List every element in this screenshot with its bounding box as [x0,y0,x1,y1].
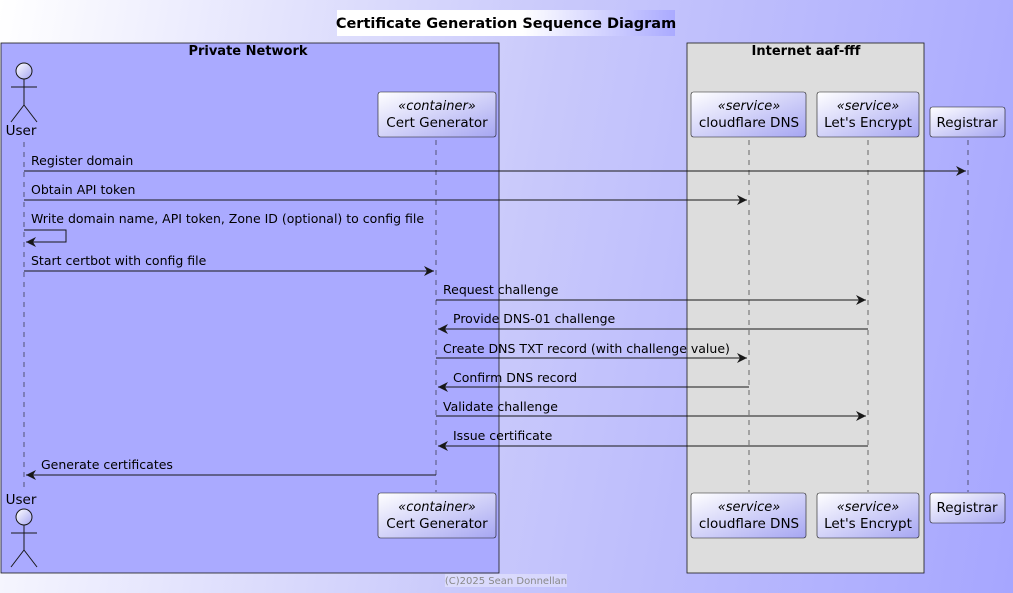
participant-cert-generator-top: «container» Cert Generator [377,91,497,138]
box-internet-title: Internet aaf-fff [752,44,861,59]
participant-registrar-top: Registrar [929,106,1006,138]
messages [24,166,966,480]
participant-cloudflare-dns-bottom-box [690,492,807,539]
participant-lets-encrypt-bottom-stereotype: «service» [837,500,900,515]
participant-cloudflare-dns-top-stereotype: «service» [718,99,781,114]
participant-cloudflare-dns-top: «service» cloudflare DNS [690,91,807,138]
participant-registrar-top-label: Registrar [936,115,998,131]
participant-cert-generator-top-box [377,91,497,138]
message-label-generate-certificates: Generate certificates [41,457,173,472]
footer-bg [445,574,567,587]
message-label-create-dns-record: Create DNS TXT record (with challenge va… [443,341,730,356]
message-label-start-certbot: Start certbot with config file [31,253,207,268]
participant-cloudflare-dns-bottom: «service» cloudflare DNS [690,492,807,539]
participant-cert-generator-bottom-stereotype: «container» [398,500,476,515]
message-label-obtain-api-token: Obtain API token [31,182,135,197]
message-label-register-domain: Register domain [31,153,133,168]
participant-lets-encrypt-bottom-box [816,492,920,539]
participant-lets-encrypt-bottom: «service» Let's Encrypt [816,492,920,539]
participant-lets-encrypt-bottom-label: Let's Encrypt [824,516,912,532]
user-actor-icon [10,508,38,568]
actor-user-top-label: User [6,123,37,139]
message-label-issue-certificate: Issue certificate [453,428,553,443]
message-labels: Register domain Obtain API token Write d… [31,153,730,472]
participant-cert-generator-bottom-label: Cert Generator [386,516,488,532]
participant-cert-generator-bottom-box [377,492,497,539]
actor-user-bottom: User [6,492,38,568]
actor-user-bottom-label: User [6,492,37,508]
participant-lets-encrypt-top-box [816,91,920,138]
participant-registrar-bottom-label: Registrar [936,500,998,516]
participant-cloudflare-dns-top-box [690,91,807,138]
message-label-provide-challenge: Provide DNS-01 challenge [453,311,616,326]
participant-lets-encrypt-top-label: Let's Encrypt [824,115,912,131]
lifelines [23,140,969,492]
message-label-confirm-dns: Confirm DNS record [453,370,577,385]
box-private-network-title: Private Network [188,44,307,59]
message-arrow-write-config [24,229,67,247]
participant-cert-generator-bottom: «container» Cert Generator [377,492,497,539]
diagram-title-group: Certificate Generation Sequence Diagram [336,10,676,36]
footer: (C)2025 Sean Donnellan [445,574,567,587]
message-label-validate-challenge: Validate challenge [443,399,558,414]
actor-user-top: User [6,62,38,139]
diagram-title-bg [337,10,675,36]
participant-registrar-top-box [929,106,1006,138]
message-label-request-challenge: Request challenge [443,282,559,297]
participant-cloudflare-dns-bottom-label: cloudflare DNS [699,516,799,532]
participant-cert-generator-top-stereotype: «container» [398,99,476,114]
footer-copyright: (C)2025 Sean Donnellan [445,576,567,587]
participant-lets-encrypt-top: «service» Let's Encrypt [816,91,920,138]
participant-lets-encrypt-top-stereotype: «service» [837,99,900,114]
message-label-write-config: Write domain name, API token, Zone ID (o… [31,211,424,226]
participant-cloudflare-dns-bottom-stereotype: «service» [718,500,781,515]
user-actor-icon [10,62,38,123]
diagram-title: Certificate Generation Sequence Diagram [336,16,676,32]
participant-registrar-bottom-box [929,492,1006,524]
participant-cloudflare-dns-top-label: cloudflare DNS [699,115,799,131]
participant-registrar-bottom: Registrar [929,492,1006,524]
participant-cert-generator-top-label: Cert Generator [386,115,488,131]
